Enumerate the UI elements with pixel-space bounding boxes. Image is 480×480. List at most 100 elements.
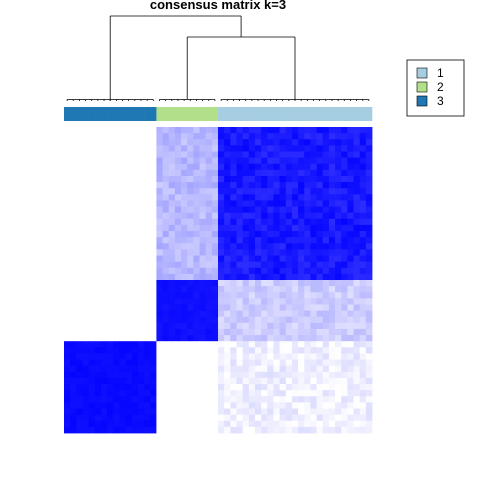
heatmap-cell — [248, 414, 256, 422]
heatmap-cell — [254, 365, 262, 373]
heatmap-cell — [254, 255, 262, 263]
heatmap-cell — [254, 133, 262, 140]
heatmap-cell — [156, 237, 163, 244]
heatmap-cell — [304, 371, 311, 379]
heatmap-cell — [316, 231, 324, 238]
heatmap-cell — [341, 280, 348, 287]
heatmap-cell — [187, 133, 194, 140]
heatmap-cell — [304, 426, 311, 434]
heatmap-cell — [168, 182, 176, 189]
heatmap-cell — [335, 359, 342, 367]
heatmap-cell — [119, 163, 126, 171]
heatmap-cell — [174, 231, 182, 238]
heatmap-cell — [144, 377, 151, 385]
heatmap-cell — [131, 273, 139, 281]
heatmap-cell — [205, 304, 213, 311]
heatmap-cell — [322, 420, 330, 428]
heatmap-cell — [82, 292, 90, 299]
heatmap-cell — [322, 310, 330, 318]
heatmap-cell — [193, 194, 200, 201]
heatmap-cell — [310, 384, 317, 391]
heatmap-cell — [353, 396, 361, 403]
heatmap-cell — [224, 145, 231, 152]
heatmap-cell — [131, 206, 139, 214]
heatmap-cell — [291, 157, 299, 165]
heatmap-cell — [224, 194, 231, 201]
heatmap-cell — [193, 218, 200, 226]
heatmap-cell — [76, 243, 83, 250]
heatmap-cell — [156, 304, 163, 311]
heatmap-cell — [150, 175, 157, 183]
heatmap-cell — [94, 249, 102, 256]
heatmap-cell — [181, 304, 188, 311]
heatmap-cell — [322, 359, 330, 367]
heatmap-cell — [174, 261, 182, 269]
heatmap-cell — [254, 151, 262, 158]
heatmap-cell — [199, 163, 207, 171]
heatmap-cell — [267, 206, 274, 214]
heatmap-cell — [94, 328, 102, 336]
heatmap-cell — [162, 402, 170, 409]
heatmap-cell — [359, 273, 367, 281]
heatmap-cell — [199, 182, 207, 189]
heatmap-cell — [310, 157, 317, 165]
heatmap-cell — [100, 414, 108, 422]
heatmap-cell — [181, 341, 188, 348]
heatmap-cell — [310, 151, 317, 158]
heatmap-cell — [285, 169, 293, 177]
heatmap-cell — [193, 371, 200, 379]
heatmap-cell — [174, 194, 182, 201]
annotation-cell — [248, 107, 256, 121]
heatmap-cell — [322, 145, 330, 152]
heatmap-cell — [328, 298, 336, 305]
heatmap-cell — [248, 188, 256, 195]
heatmap-cell — [94, 139, 102, 146]
heatmap-cell — [168, 169, 176, 177]
heatmap-cell — [199, 414, 207, 422]
heatmap-cell — [322, 384, 330, 391]
heatmap-cell — [236, 402, 244, 409]
heatmap-cell — [298, 286, 305, 293]
heatmap-cell — [64, 261, 71, 269]
heatmap-cell — [211, 310, 219, 318]
heatmap-cell — [119, 341, 126, 348]
heatmap-cell — [144, 402, 151, 409]
heatmap-cell — [150, 390, 157, 397]
heatmap-cell — [236, 145, 244, 152]
heatmap-cell — [230, 267, 237, 275]
heatmap-cell — [113, 127, 120, 134]
heatmap-cell — [267, 127, 274, 134]
heatmap-cell — [88, 212, 96, 220]
heatmap-cell — [353, 292, 361, 299]
heatmap-cell — [298, 365, 305, 373]
heatmap-cell — [82, 371, 90, 379]
heatmap-cell — [119, 261, 126, 269]
heatmap-cell — [279, 206, 287, 214]
heatmap-cell — [70, 298, 77, 305]
heatmap-cell — [335, 377, 342, 385]
heatmap-cell — [150, 237, 157, 244]
heatmap-cell — [82, 353, 90, 360]
heatmap-cell — [100, 322, 108, 330]
heatmap-cell — [137, 224, 145, 232]
heatmap-cell — [125, 365, 133, 373]
heatmap-cell — [156, 261, 163, 269]
heatmap-cell — [254, 341, 262, 348]
heatmap-cell — [100, 353, 108, 360]
heatmap-cell — [230, 310, 237, 318]
heatmap-cell — [230, 175, 237, 183]
heatmap-cell — [113, 359, 120, 367]
annotation-cell — [193, 107, 200, 121]
heatmap-cell — [119, 426, 126, 434]
heatmap-cell — [76, 267, 83, 275]
heatmap-cell — [242, 347, 250, 354]
heatmap-cell — [347, 359, 354, 367]
heatmap-cell — [365, 273, 373, 281]
annotation-cell — [224, 107, 231, 121]
heatmap-cell — [162, 133, 170, 140]
heatmap-cell — [64, 341, 71, 348]
heatmap-cell — [113, 365, 120, 373]
heatmap-cell — [267, 175, 274, 183]
heatmap-cell — [322, 316, 330, 324]
heatmap-cell — [347, 371, 354, 379]
